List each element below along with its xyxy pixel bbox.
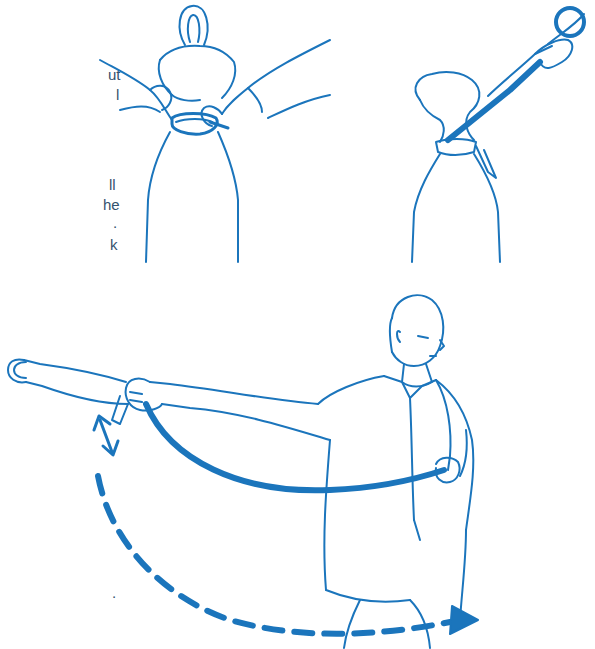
tie-panel-one [100, 6, 330, 262]
text-fragment: ut [108, 66, 121, 84]
text-fragment: l [116, 86, 119, 104]
motion-arrows [94, 416, 478, 634]
text-fragment: . [112, 584, 116, 602]
tie-panel-two [412, 8, 584, 262]
text-fragment: k [110, 236, 118, 254]
text-fragment: . [113, 214, 117, 232]
text-fragment: he [103, 196, 120, 214]
text-fragment: ll [109, 176, 116, 194]
swinging-figure [8, 295, 473, 648]
